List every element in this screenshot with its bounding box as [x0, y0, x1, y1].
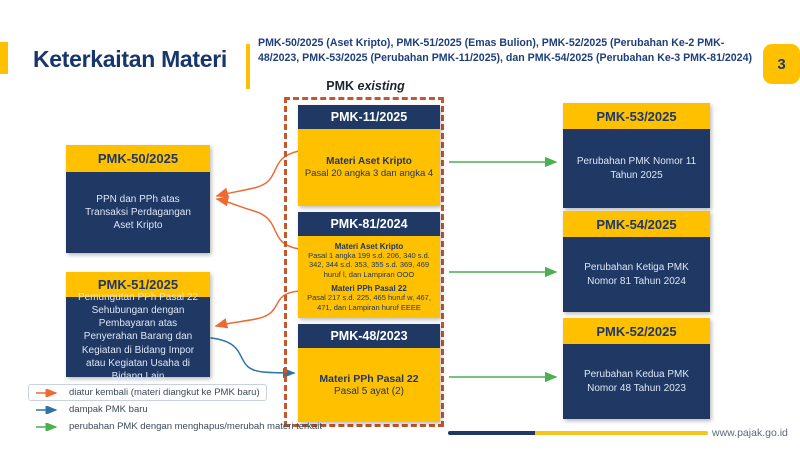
legend-item-dampak-pmk-baru: dampak PMK baru — [35, 404, 148, 415]
box-pmk-48-body: Materi PPh Pasal 22 Pasal 5 ayat (2) — [298, 348, 440, 422]
legend-label: diatur kembali (materi diangkut ke PMK b… — [69, 387, 260, 398]
footer-line-navy — [448, 431, 535, 435]
section-detail: Pasal 5 ayat (2) — [333, 386, 405, 397]
pmk-existing-group: PMK-11/2025 Materi Aset Kripto Pasal 20 … — [284, 97, 444, 427]
section-aset-kripto: Materi Aset Kripto Pasal 1 angka 199 s.d… — [302, 242, 436, 280]
box-pmk-52-body: Perubahan Kedua PMK Nomor 48 Tahun 2023 — [563, 344, 710, 419]
title-divider — [246, 44, 250, 89]
section-title: Materi PPh Pasal 22 — [319, 373, 419, 385]
box-pmk-50-header: PMK-50/2025 — [66, 145, 210, 172]
pmk-existing-label-existing: existing — [357, 79, 405, 93]
orange-arrow-icon — [36, 388, 58, 397]
box-pmk-54-body: Perubahan Ketiga PMK Nomor 81 Tahun 2024 — [563, 237, 710, 312]
box-pmk-81-body: Materi Aset Kripto Pasal 1 angka 199 s.d… — [298, 236, 440, 318]
box-pmk-51-body: Pemungutan PPh Pasal 22 Sehubungan denga… — [66, 292, 210, 382]
pmk-existing-label: PMK existing — [284, 79, 447, 93]
legend-item-diatur-kembali: diatur kembali (materi diangkut ke PMK b… — [28, 384, 267, 401]
box-pmk-53-2025: PMK-53/2025 Perubahan PMK Nomor 11 Tahun… — [563, 103, 710, 208]
box-pmk-11-2025: PMK-11/2025 Materi Aset Kripto Pasal 20 … — [298, 105, 440, 206]
box-pmk-48-header: PMK-48/2023 — [298, 324, 440, 348]
blue-arrow-icon — [36, 405, 58, 414]
box-pmk-50-2025: PMK-50/2025 PPN dan PPh atas Transaksi P… — [66, 145, 210, 253]
box-pmk-52-2025: PMK-52/2025 Perubahan Kedua PMK Nomor 48… — [563, 318, 710, 419]
legend-label: perubahan PMK dengan menghapus/merubah m… — [69, 421, 322, 432]
page-number: 3 — [777, 55, 786, 73]
box-pmk-52-header: PMK-52/2025 — [563, 318, 710, 344]
legend-label: dampak PMK baru — [69, 404, 148, 415]
section-pph-pasal-22: Materi PPh Pasal 22 Pasal 217 s.d. 225, … — [302, 284, 436, 312]
website-link[interactable]: www.pajak.go.id — [712, 427, 788, 439]
box-pmk-51-2025: PMK-51/2025 Pemungutan PPh Pasal 22 Sehu… — [66, 272, 210, 382]
section-detail: Pasal 217 s.d. 225, 465 huruf w, 467, 47… — [307, 293, 431, 312]
section-title: Materi PPh Pasal 22 — [331, 284, 407, 294]
legend-item-perubahan-pmk: perubahan PMK dengan menghapus/merubah m… — [35, 421, 322, 432]
box-pmk-81-2024: PMK-81/2024 Materi Aset Kripto Pasal 1 a… — [298, 212, 440, 318]
left-accent-bar — [0, 42, 8, 74]
section-detail: Pasal 1 angka 199 s.d. 206, 340 s.d. 342… — [308, 250, 430, 279]
pmk-existing-label-pmk: PMK — [326, 79, 355, 93]
box-pmk-54-2025: PMK-54/2025 Perubahan Ketiga PMK Nomor 8… — [563, 211, 710, 312]
box-pmk-11-body: Materi Aset Kripto Pasal 20 angka 3 dan … — [298, 129, 440, 206]
header-subtitle: PMK-50/2025 (Aset Kripto), PMK-51/2025 (… — [258, 37, 752, 64]
page-number-badge: 3 — [763, 44, 800, 84]
section-title: Materi Aset Kripto — [326, 155, 412, 167]
footer-line-yellow — [535, 431, 708, 435]
page-title: Keterkaitan Materi — [33, 46, 228, 72]
box-pmk-53-body: Perubahan PMK Nomor 11 Tahun 2025 — [563, 129, 710, 208]
box-pmk-50-body: PPN dan PPh atas Transaksi Perdagangan A… — [66, 172, 210, 253]
box-pmk-51-header: PMK-51/2025 — [66, 272, 210, 297]
box-pmk-48-2023: PMK-48/2023 Materi PPh Pasal 22 Pasal 5 … — [298, 324, 440, 422]
box-pmk-54-header: PMK-54/2025 — [563, 211, 710, 237]
section-detail: Pasal 20 angka 3 dan angka 4 — [304, 167, 434, 179]
section-title: Materi Aset Kripto — [334, 241, 404, 251]
box-pmk-53-header: PMK-53/2025 — [563, 103, 710, 129]
box-pmk-81-header: PMK-81/2024 — [298, 212, 440, 236]
box-pmk-11-header: PMK-11/2025 — [298, 105, 440, 129]
blue-arrow-pmk51-to-pmk48 — [210, 337, 296, 379]
green-arrow-icon — [36, 422, 58, 431]
